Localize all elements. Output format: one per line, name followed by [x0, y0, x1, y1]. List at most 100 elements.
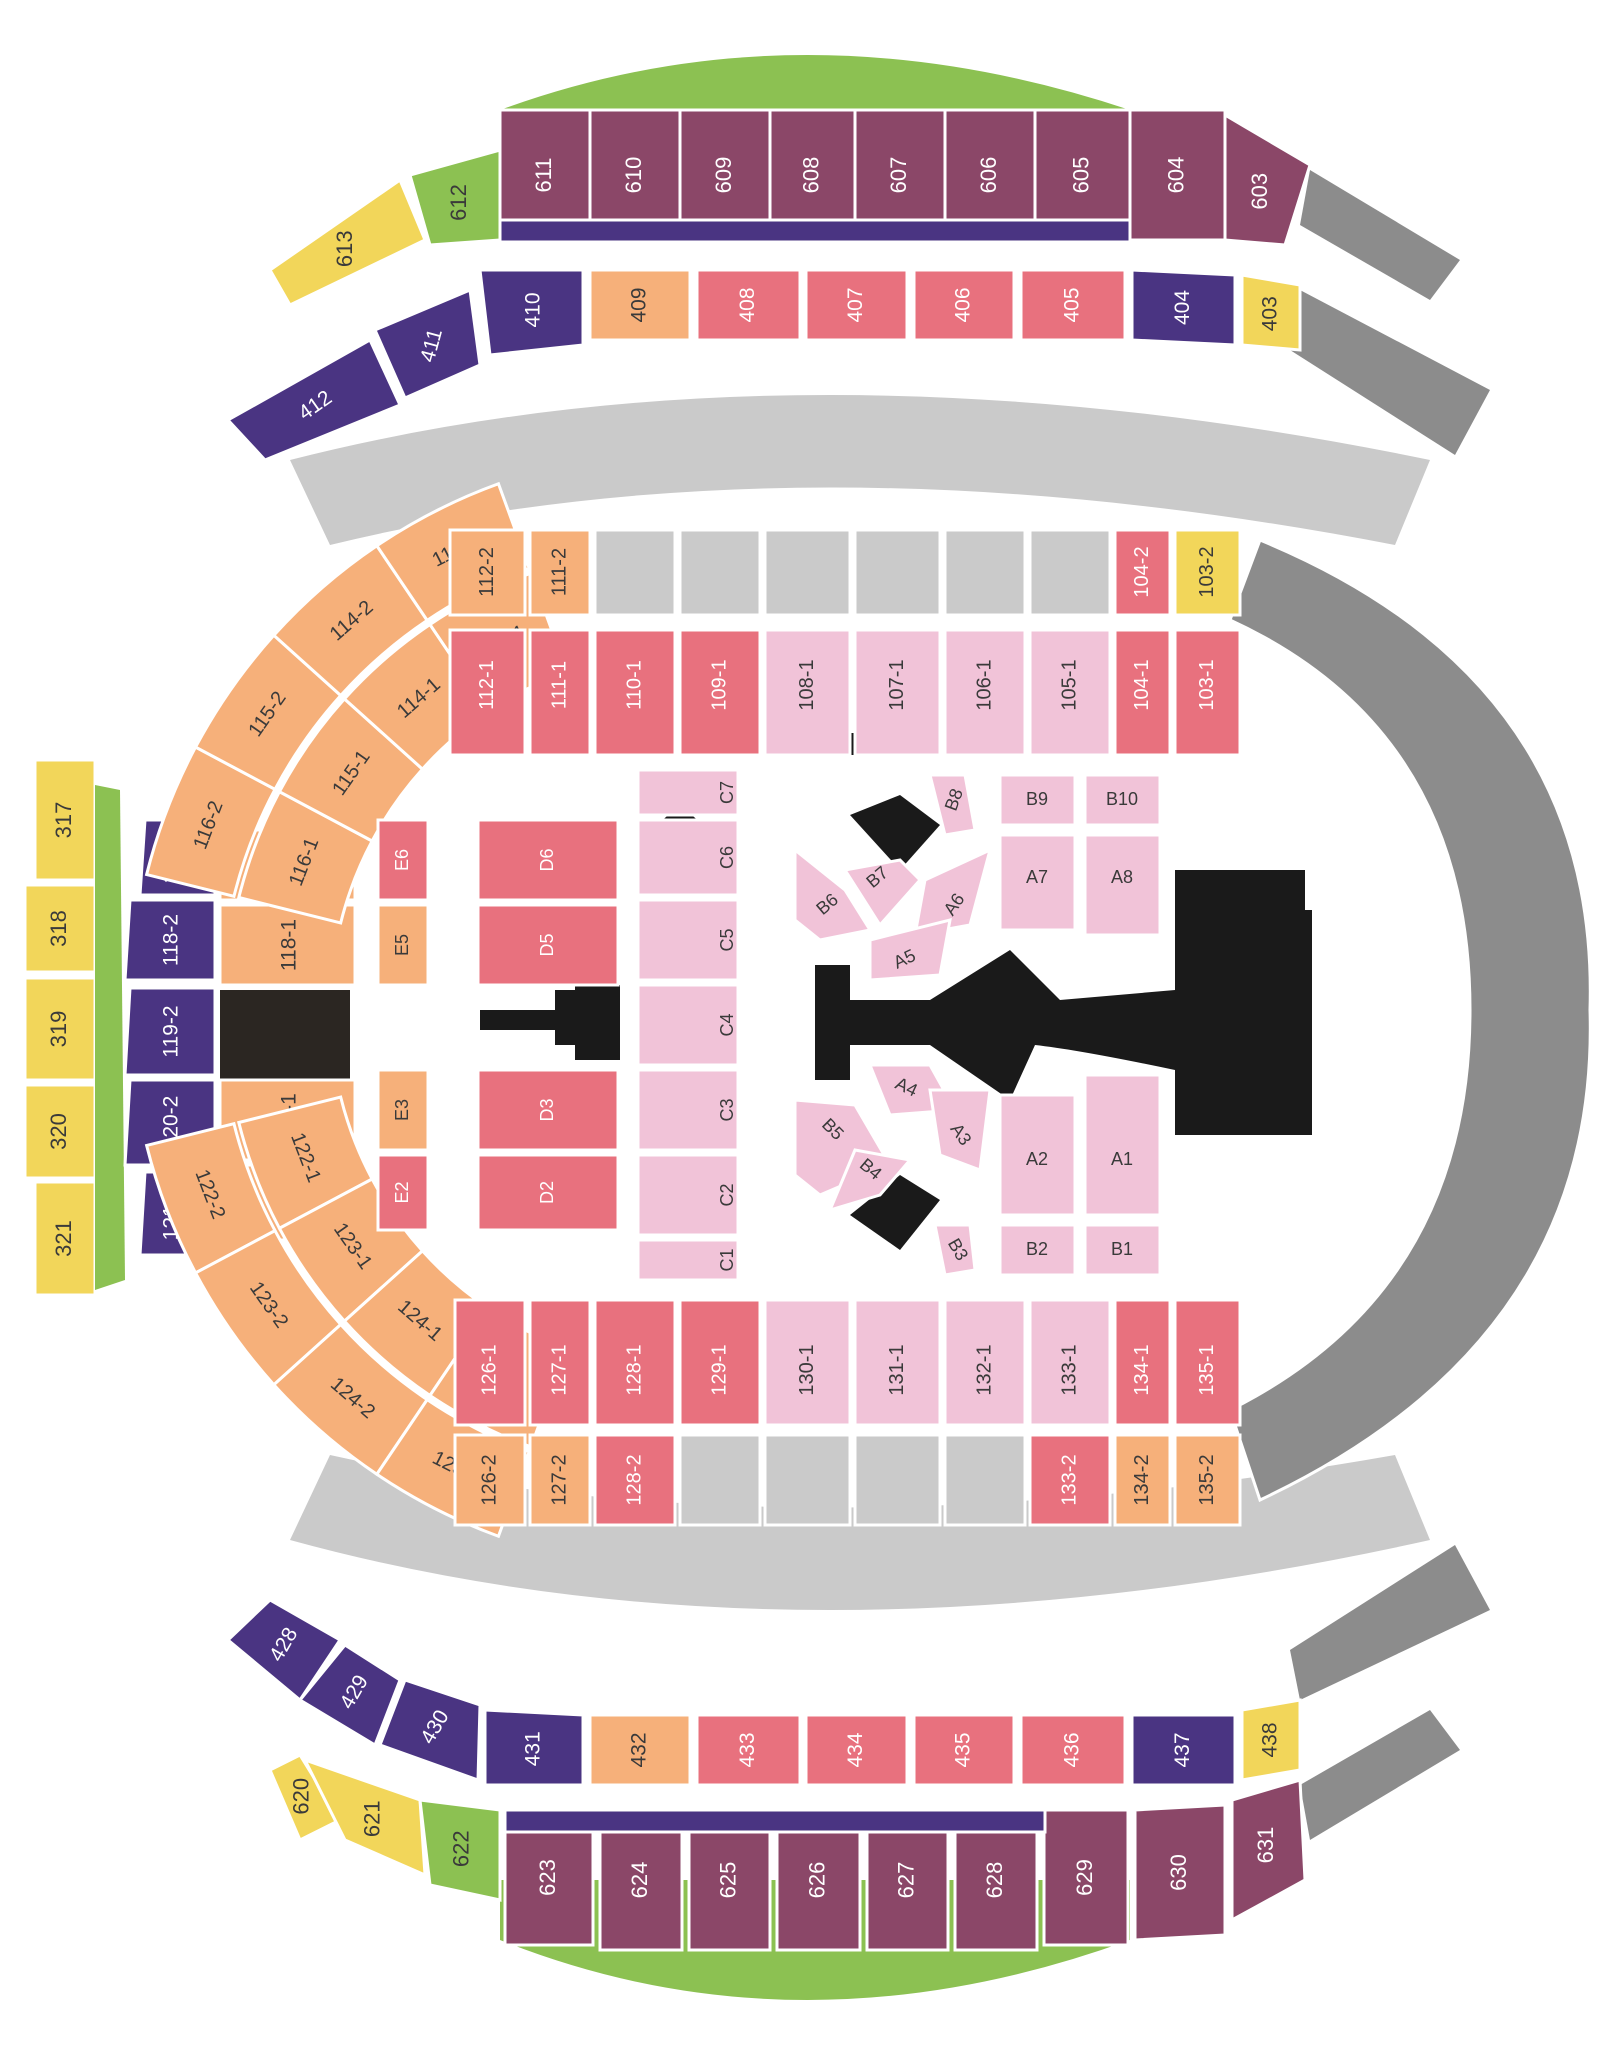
section-411[interactable]: 411 — [373, 287, 482, 400]
section-129-1[interactable]: 129-1 — [678, 1298, 762, 1427]
section-c5[interactable]: C5 — [636, 898, 740, 982]
section-e2[interactable]: E2 — [376, 1153, 430, 1232]
section-621[interactable]: 621 — [302, 1757, 427, 1878]
section-434[interactable]: 434 — [804, 1713, 909, 1787]
section-b7[interactable]: B7 — [842, 858, 923, 928]
section-132-1[interactable]: 132-1 — [943, 1298, 1027, 1427]
section-122-2[interactable]: 122-2 — [144, 1121, 278, 1275]
section-435[interactable]: 435 — [912, 1713, 1016, 1787]
section-624[interactable]: 624 — [598, 1808, 684, 1952]
section-104-1[interactable]: 104-1 — [1113, 628, 1172, 757]
section-103-1[interactable]: 103-1 — [1173, 628, 1242, 757]
section-408[interactable]: 408 — [695, 268, 802, 342]
section-109-1[interactable]: 109-1 — [678, 628, 762, 757]
section-127-1[interactable]: 127-1 — [528, 1298, 592, 1427]
section-a2[interactable]: A2 — [998, 1093, 1077, 1217]
section-128-2[interactable]: 128-2 — [593, 1433, 677, 1527]
section-317[interactable]: 317 — [33, 758, 97, 882]
section-407[interactable]: 407 — [804, 268, 909, 342]
section-437[interactable]: 437 — [1130, 1713, 1237, 1787]
section-a6[interactable]: A6 — [913, 847, 993, 937]
section-611[interactable]: 611 — [498, 108, 592, 242]
section-e6[interactable]: E6 — [376, 818, 430, 902]
section-a8[interactable]: A8 — [1083, 833, 1162, 937]
section-b8[interactable]: B8 — [928, 773, 977, 837]
section-112-1[interactable]: 112-1 — [448, 628, 527, 757]
section-b10[interactable]: B10 — [1083, 773, 1162, 827]
section-133-2[interactable]: 133-2 — [1028, 1433, 1112, 1527]
section-a3[interactable]: A3 — [928, 1088, 992, 1173]
section-430[interactable]: 430 — [378, 1678, 482, 1783]
section-626[interactable]: 626 — [775, 1808, 862, 1952]
section-610[interactable]: 610 — [588, 108, 682, 242]
section-b2[interactable]: B2 — [998, 1223, 1077, 1277]
section-433[interactable]: 433 — [695, 1713, 802, 1787]
section-124-2[interactable]: 124-2 — [271, 1322, 430, 1477]
section-d2[interactable]: D2 — [476, 1153, 620, 1232]
section-135-1[interactable]: 135-1 — [1173, 1298, 1242, 1427]
section-404[interactable]: 404 — [1130, 268, 1237, 347]
section-c1[interactable]: C1 — [636, 1238, 740, 1282]
section-b6[interactable]: B6 — [793, 846, 873, 942]
section-629[interactable]: 629 — [1042, 1808, 1130, 1947]
section-c6[interactable]: C6 — [636, 818, 740, 897]
section-118-2[interactable]: 118-2 — [123, 898, 217, 982]
section-b9[interactable]: B9 — [998, 773, 1077, 827]
section-a7[interactable]: A7 — [998, 833, 1077, 932]
section-d6[interactable]: D6 — [476, 818, 620, 902]
section-604[interactable]: 604 — [1128, 108, 1227, 242]
section-105-1[interactable]: 105-1 — [1028, 628, 1112, 757]
section-438[interactable]: 438 — [1240, 1698, 1302, 1782]
section-631[interactable]: 631 — [1230, 1778, 1307, 1923]
section-a1[interactable]: A1 — [1083, 1073, 1162, 1217]
section-630[interactable]: 630 — [1133, 1803, 1227, 1942]
section-114-2[interactable]: 114-2 — [271, 543, 430, 698]
section-c3[interactable]: C3 — [636, 1068, 740, 1152]
section-b1[interactable]: B1 — [1083, 1223, 1162, 1277]
section-127-2[interactable]: 127-2 — [528, 1433, 592, 1527]
section-431[interactable]: 431 — [483, 1708, 585, 1787]
section-111-2[interactable]: 111-2 — [528, 528, 592, 617]
section-c2[interactable]: C2 — [636, 1153, 740, 1237]
section-130-1[interactable]: 130-1 — [763, 1298, 852, 1427]
section-b4[interactable]: B4 — [827, 1148, 913, 1213]
section-628[interactable]: 628 — [953, 1808, 1039, 1952]
section-613[interactable]: 613 — [268, 177, 427, 307]
section-126-1[interactable]: 126-1 — [453, 1298, 527, 1427]
section-607[interactable]: 607 — [853, 108, 947, 242]
section-603[interactable]: 603 — [1223, 112, 1312, 247]
section-c7[interactable]: C7 — [636, 768, 740, 817]
section-c4[interactable]: C4 — [636, 983, 740, 1067]
section-605[interactable]: 605 — [1033, 108, 1132, 242]
section-409[interactable]: 409 — [588, 268, 692, 342]
section-135-2[interactable]: 135-2 — [1173, 1433, 1242, 1527]
section-432[interactable]: 432 — [588, 1713, 692, 1787]
section-436[interactable]: 436 — [1019, 1713, 1127, 1787]
section-318[interactable]: 318 — [23, 883, 97, 974]
section-e3[interactable]: E3 — [376, 1068, 430, 1152]
section-104-2[interactable]: 104-2 — [1113, 528, 1172, 617]
section-b3[interactable]: B3 — [933, 1223, 977, 1277]
section-320[interactable]: 320 — [23, 1083, 97, 1180]
section-412[interactable]: 412 — [225, 337, 403, 462]
section-d5[interactable]: D5 — [476, 903, 620, 987]
section-410[interactable]: 410 — [478, 268, 585, 357]
section-620[interactable]: 620 — [268, 1753, 343, 1843]
section-128-1[interactable]: 128-1 — [593, 1298, 677, 1427]
section-108-1[interactable]: 108-1 — [763, 628, 852, 757]
section-131-1[interactable]: 131-1 — [853, 1298, 942, 1427]
section-429[interactable]: 429 — [297, 1643, 402, 1748]
section-112-2[interactable]: 112-2 — [448, 528, 527, 617]
section-428[interactable]: 428 — [225, 1598, 343, 1703]
section-103-2[interactable]: 103-2 — [1173, 528, 1242, 617]
section-403[interactable]: 403 — [1240, 273, 1302, 352]
section-622[interactable]: 622 — [418, 1798, 502, 1902]
section-110-1[interactable]: 110-1 — [593, 628, 677, 757]
section-319[interactable]: 319 — [23, 976, 97, 1082]
section-405[interactable]: 405 — [1019, 268, 1127, 342]
section-111-1[interactable]: 111-1 — [528, 628, 592, 757]
section-321[interactable]: 321 — [33, 1180, 97, 1297]
section-133-1[interactable]: 133-1 — [1028, 1298, 1112, 1427]
section-106-1[interactable]: 106-1 — [943, 628, 1027, 757]
section-612[interactable]: 612 — [408, 148, 502, 247]
